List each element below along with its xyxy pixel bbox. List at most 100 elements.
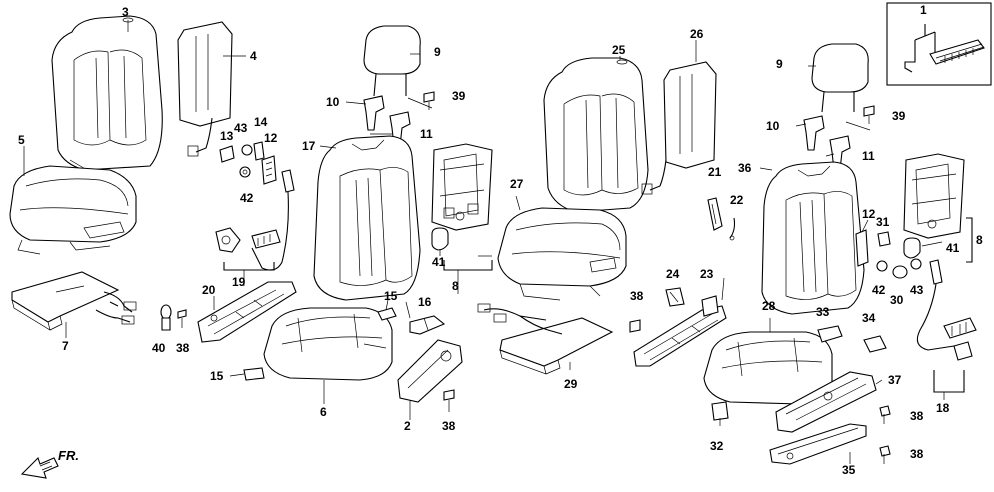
label-part-20: 20 bbox=[202, 283, 216, 297]
leader-lines bbox=[23, 20, 945, 464]
part-34 bbox=[863, 335, 887, 353]
label-part-43-left: 43 bbox=[234, 121, 248, 135]
label-part-15-upper: 15 bbox=[384, 289, 398, 303]
label-part-17: 17 bbox=[302, 139, 316, 153]
label-part-19: 19 bbox=[232, 275, 246, 289]
label-part-36: 36 bbox=[738, 161, 752, 175]
label-part-1: 1 bbox=[920, 3, 927, 17]
label-part-39-right: 39 bbox=[892, 109, 906, 123]
seat-back-25 bbox=[543, 57, 649, 213]
inset-box bbox=[886, 2, 992, 86]
label-part-37: 37 bbox=[888, 373, 902, 387]
seat-back-17 bbox=[313, 135, 421, 301]
label-part-18: 18 bbox=[936, 401, 950, 415]
label-part-38-b: 38 bbox=[442, 419, 456, 433]
label-part-31: 31 bbox=[876, 215, 890, 229]
seat-rail-23 bbox=[633, 295, 727, 367]
bolt-38-b bbox=[629, 319, 641, 333]
label-part-38-d: 38 bbox=[910, 409, 924, 423]
part-33 bbox=[817, 325, 843, 343]
label-part-8-left: 8 bbox=[452, 279, 459, 293]
label-part-33: 33 bbox=[816, 305, 830, 319]
cover-12-right bbox=[855, 229, 869, 267]
label-part-11-right: 11 bbox=[862, 149, 875, 163]
label-part-26: 26 bbox=[690, 27, 704, 41]
label-part-29: 29 bbox=[564, 377, 578, 391]
cable-assembly-18 bbox=[916, 259, 977, 393]
label-part-21: 21 bbox=[708, 165, 722, 179]
bracket-8-right bbox=[966, 217, 973, 263]
label-part-24: 24 bbox=[666, 267, 680, 281]
clips-15-left bbox=[243, 307, 397, 381]
back-panel-4 bbox=[177, 21, 233, 157]
clip-24 bbox=[665, 287, 685, 307]
label-part-12-left: 12 bbox=[264, 131, 278, 145]
seat-back-36 bbox=[761, 161, 865, 315]
clip-41-left bbox=[431, 227, 449, 251]
label-part-10-right: 10 bbox=[766, 119, 780, 133]
label-part-7: 7 bbox=[62, 339, 69, 353]
label-part-27: 27 bbox=[510, 177, 524, 191]
back-frame-8-right bbox=[903, 153, 965, 239]
seat-cushion-27 bbox=[497, 207, 627, 301]
label-part-11-left: 11 bbox=[420, 127, 433, 141]
cover-7 bbox=[11, 271, 137, 331]
label-part-13: 13 bbox=[220, 129, 234, 143]
label-part-41-right: 41 bbox=[946, 241, 960, 255]
label-part-3: 3 bbox=[122, 5, 129, 19]
label-part-14: 14 bbox=[254, 115, 268, 129]
seat-cushion-5 bbox=[9, 165, 137, 255]
bracket-16 bbox=[409, 315, 446, 335]
label-part-32: 32 bbox=[710, 439, 724, 453]
bolts-40-38 bbox=[160, 304, 187, 331]
label-part-4: 4 bbox=[250, 49, 257, 63]
label-part-12-right: 12 bbox=[862, 207, 876, 221]
side-cover-37 bbox=[775, 371, 877, 433]
part-32 bbox=[711, 401, 729, 421]
seat-rail-35 bbox=[769, 423, 867, 465]
label-part-6: 6 bbox=[320, 405, 327, 419]
headrest-9-left bbox=[363, 25, 421, 97]
front-direction-arrow bbox=[20, 456, 59, 479]
small-parts-left bbox=[219, 141, 277, 185]
label-part-15-lower: 15 bbox=[210, 369, 224, 383]
label-part-9-right: 9 bbox=[776, 57, 783, 71]
seat-cushion-6 bbox=[263, 307, 393, 381]
bolts-38-right bbox=[879, 405, 891, 464]
label-part-23: 23 bbox=[700, 267, 714, 281]
label-part-43-right: 43 bbox=[910, 283, 924, 297]
headrest-guides-right bbox=[803, 105, 875, 171]
label-part-42-left: 42 bbox=[240, 191, 254, 205]
label-part-10-left: 10 bbox=[326, 95, 340, 109]
back-frame-8-left bbox=[431, 143, 493, 231]
label-part-28: 28 bbox=[762, 299, 776, 313]
label-part-8-right: 8 bbox=[976, 233, 983, 247]
part-31 bbox=[877, 231, 891, 247]
label-part-40: 40 bbox=[152, 341, 166, 355]
label-part-2: 2 bbox=[404, 419, 411, 433]
label-part-35: 35 bbox=[842, 463, 856, 477]
label-part-41-left: 41 bbox=[432, 255, 446, 269]
bolt-38-a bbox=[443, 389, 455, 412]
label-part-38-c: 38 bbox=[630, 289, 644, 303]
seat-back-3 bbox=[51, 15, 163, 181]
label-part-30: 30 bbox=[890, 293, 904, 307]
label-part-34: 34 bbox=[862, 311, 876, 325]
label-part-16: 16 bbox=[418, 295, 432, 309]
parts-21-22 bbox=[707, 197, 736, 241]
label-part-42-right: 42 bbox=[872, 283, 886, 297]
label-part-38-e: 38 bbox=[910, 447, 924, 461]
bracket-8-left bbox=[443, 260, 493, 271]
small-parts-right bbox=[876, 258, 922, 279]
label-part-38-a: 38 bbox=[176, 341, 190, 355]
label-part-22: 22 bbox=[730, 193, 744, 207]
back-panel-26 bbox=[641, 61, 717, 195]
label-part-5: 5 bbox=[18, 133, 25, 147]
front-direction-label: FR. bbox=[58, 448, 79, 463]
label-part-9-left: 9 bbox=[434, 45, 441, 59]
cable-assembly-19 bbox=[215, 169, 295, 271]
label-part-25: 25 bbox=[612, 43, 626, 57]
cover-29 bbox=[477, 303, 614, 375]
